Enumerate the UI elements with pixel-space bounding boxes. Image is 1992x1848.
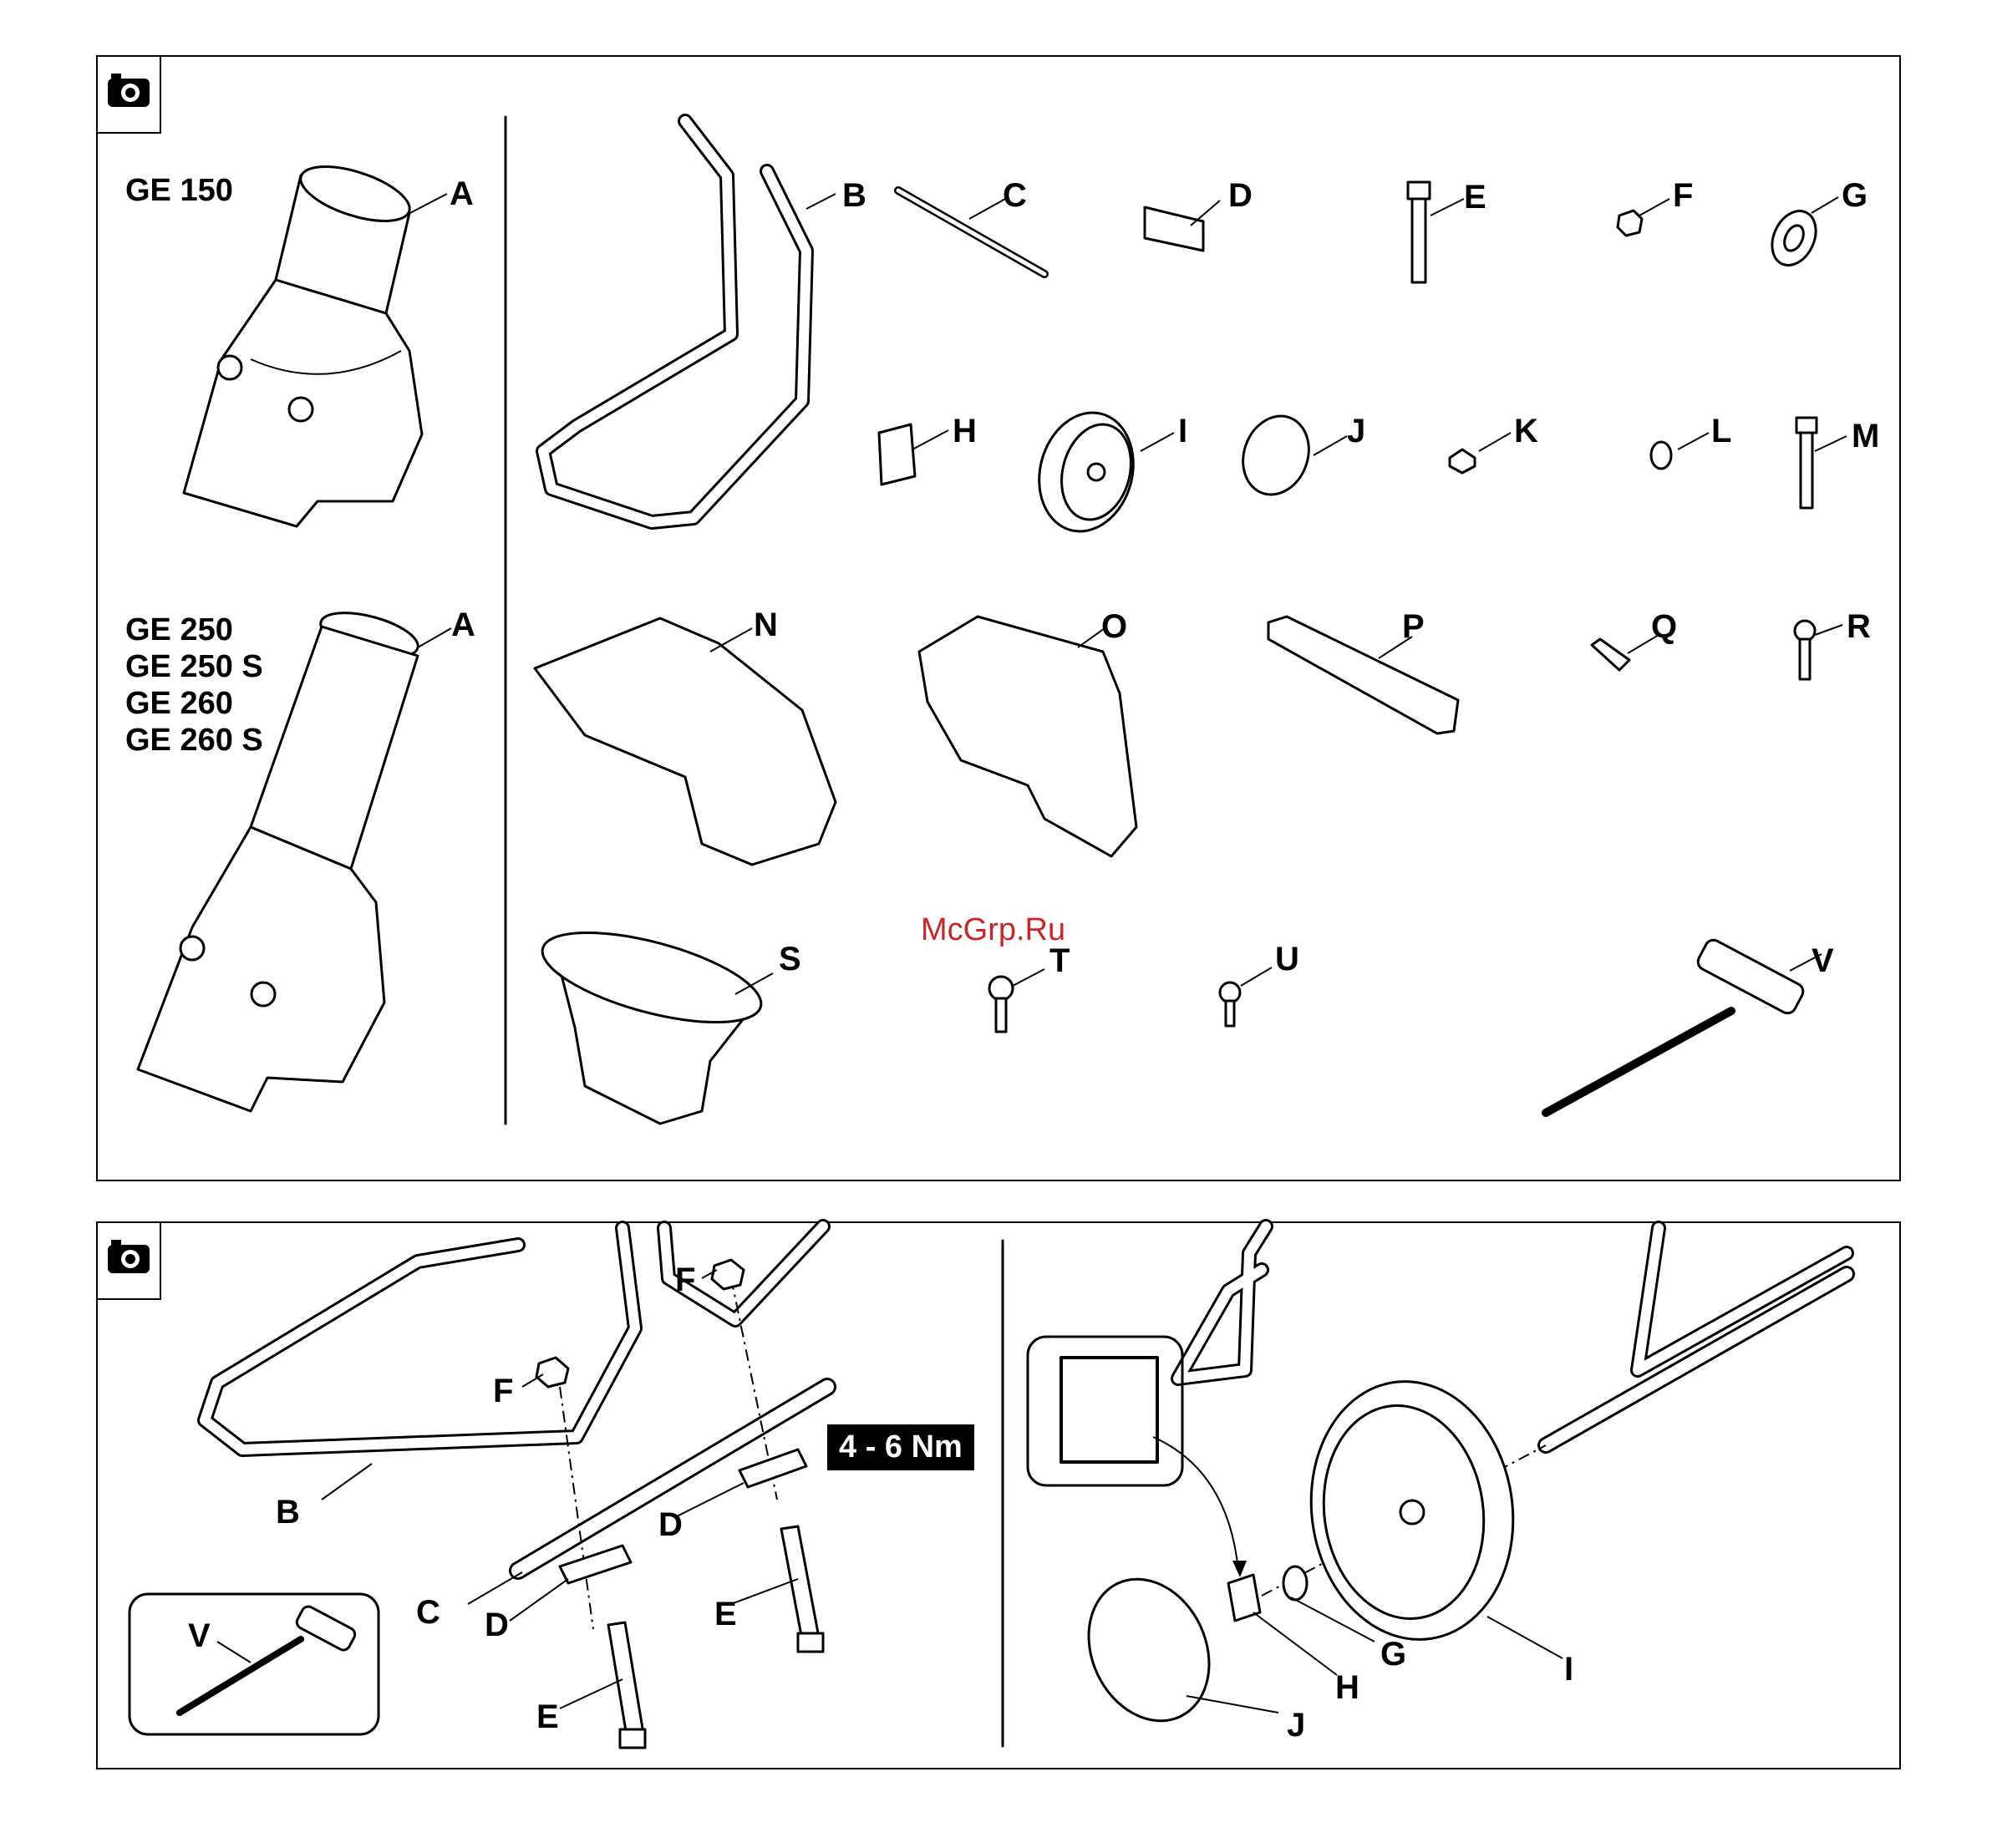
part-label-d: D — [1228, 179, 1253, 212]
part-label-l: L — [1711, 414, 1731, 448]
model-label-ge260s: GE 260 S — [125, 722, 263, 759]
model-label-ge250: GE 250 — [125, 612, 233, 648]
model-label-ge150: GE 150 — [125, 172, 233, 209]
torque-badge: 4 - 6 Nm — [827, 1424, 974, 1470]
part-a-hopper-small — [184, 155, 422, 526]
part-label-e: E — [1464, 180, 1486, 214]
part-label-d: D — [485, 1608, 509, 1642]
part-label-p: P — [1402, 610, 1425, 643]
part-label-h: H — [953, 414, 977, 448]
part-label-b: B — [276, 1495, 300, 1529]
part-label-n: N — [754, 608, 778, 642]
part-label-i: I — [1564, 1653, 1573, 1686]
part-label-f: F — [1673, 179, 1693, 212]
part-label-v: V — [1812, 944, 1834, 977]
part-label-a: A — [450, 177, 474, 211]
part-label-g: G — [1380, 1637, 1406, 1671]
part-label-f: F — [493, 1374, 513, 1408]
model-label-ge260: GE 260 — [125, 685, 233, 722]
part-label-j: J — [1287, 1708, 1305, 1742]
part-label-m: M — [1852, 419, 1879, 453]
part-label-c: C — [1003, 179, 1027, 212]
part-label-t: T — [1049, 944, 1070, 977]
part-label-j: J — [1347, 414, 1365, 448]
part-label-v: V — [188, 1619, 211, 1653]
part-label-h: H — [1335, 1671, 1359, 1704]
part-label-a: A — [451, 608, 475, 642]
part-label-d: D — [658, 1508, 683, 1541]
part-label-r: R — [1847, 610, 1871, 643]
part-label-o: O — [1101, 610, 1127, 643]
part-b-frame — [543, 121, 806, 522]
part-label-c: C — [416, 1596, 440, 1629]
part-label-k: K — [1514, 414, 1538, 448]
model-label-ge250s: GE 250 S — [125, 648, 263, 685]
part-label-e: E — [536, 1700, 559, 1734]
part-label-b: B — [842, 179, 866, 212]
watermark: McGrp.Ru — [921, 912, 1065, 948]
part-label-g: G — [1842, 179, 1868, 212]
part-v-wrench — [1546, 937, 1806, 1113]
part-label-q: Q — [1651, 610, 1677, 643]
part-label-s: S — [779, 942, 801, 976]
part-label-f: F — [675, 1263, 695, 1297]
part-label-u: U — [1275, 942, 1299, 976]
part-i-wheel — [1026, 402, 1146, 542]
part-label-i: I — [1178, 414, 1187, 448]
part-label-e: E — [714, 1597, 737, 1631]
